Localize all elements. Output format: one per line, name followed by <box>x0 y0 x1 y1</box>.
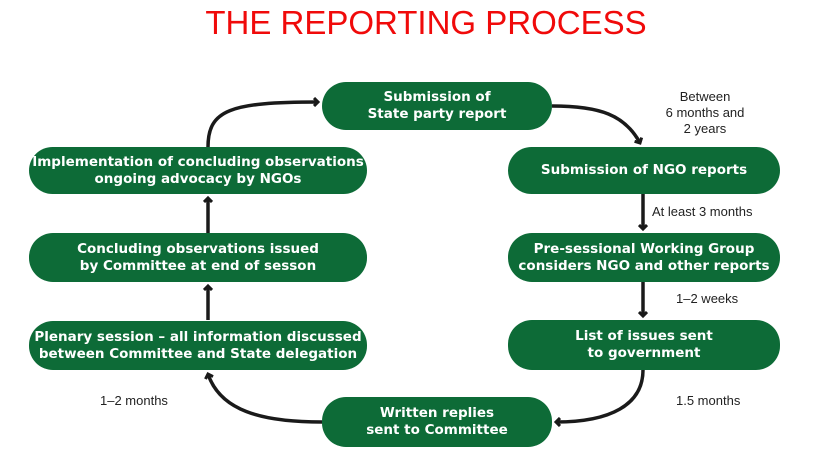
step-implementation: Implementation of concluding observation… <box>29 147 367 194</box>
step-submission-state-report: Submission of State party report <box>322 82 552 130</box>
duration-replies-to-plenary: 1–2 months <box>100 393 168 408</box>
arrow-list-to-replies <box>556 369 645 422</box>
arrow-state-to-ngo <box>551 104 640 143</box>
duration-presession-to-list: 1–2 weeks <box>676 291 739 306</box>
step-pre-sessional-working-group: Pre-sessional Working Group considers NG… <box>508 233 780 282</box>
arrow-implementation-to-state <box>206 102 318 148</box>
arrow-replies-to-plenary <box>208 374 323 424</box>
step-list-of-issues: List of issues sent to government <box>508 320 780 370</box>
step-plenary-session: Plenary session – all information discus… <box>29 321 367 370</box>
duration-list-to-replies: 1.5 months <box>676 393 741 408</box>
step-concluding-observations: Concluding observations issued by Commit… <box>29 233 367 282</box>
step-written-replies: Written replies sent to Committee <box>322 397 552 447</box>
page-title: THE REPORTING PROCESS <box>205 4 647 41</box>
duration-ngo-to-presession: At least 3 months <box>652 204 753 219</box>
step-submission-ngo-reports: Submission of NGO reports <box>508 147 780 194</box>
duration-state-to-ngo: Between 6 months and 2 years <box>665 89 745 136</box>
